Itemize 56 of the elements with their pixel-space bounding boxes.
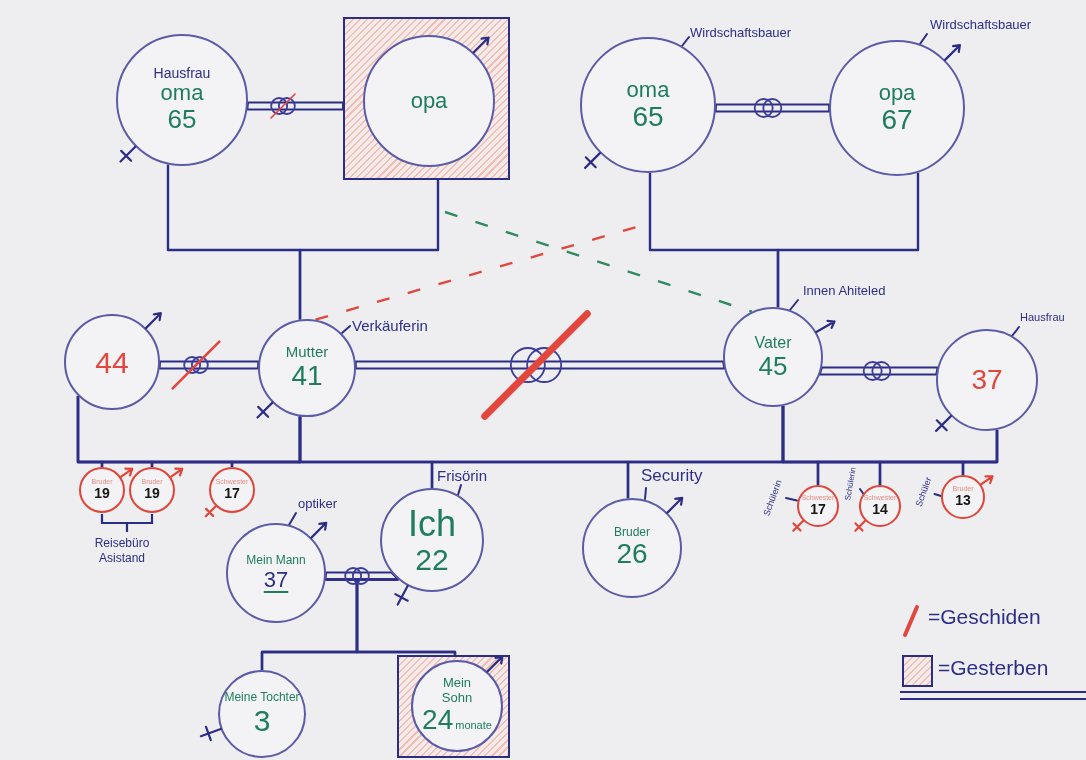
age-number: 37: [971, 364, 1003, 396]
occupation-label: Wirdschaftsbauer: [690, 26, 792, 39]
age-number: 41: [291, 360, 323, 392]
relation-label: Vater: [754, 333, 792, 352]
relation-label: Bruder: [614, 526, 650, 540]
age-number: 22: [415, 543, 449, 577]
hatched-square: [397, 655, 510, 758]
legend-label: =Geschiden: [928, 606, 1041, 627]
descent-line: [355, 578, 457, 655]
occupation-label: Schülerin: [844, 466, 858, 502]
age-number: 37: [263, 567, 289, 592]
occupation-label: Wirdschaftsbauer: [930, 18, 1032, 31]
marriage-line: [714, 103, 831, 113]
occupation-label: Hausfrau: [1020, 312, 1065, 323]
age-number: 44: [95, 345, 129, 379]
hatched-square: [343, 17, 510, 180]
relation-label: Mein Sohn: [440, 676, 474, 705]
age-number: 67: [881, 104, 913, 136]
occupation-label: Hausfrau: [153, 65, 211, 82]
legend-label: =Gesterben: [938, 657, 1049, 678]
age-number: 65: [167, 105, 197, 135]
relation-label: opa: [878, 80, 916, 105]
occupation-label: Security: [641, 467, 703, 484]
relation-label: oma: [160, 81, 204, 106]
age-number: 14: [872, 502, 888, 518]
marriage-line: [818, 366, 939, 376]
occupation-label: Schüler: [914, 476, 934, 508]
relation-label: opa: [410, 88, 448, 114]
age-number: 3: [253, 704, 271, 738]
occupation-label: optiker: [298, 497, 338, 510]
age-number: 19: [144, 486, 160, 502]
unit-label: monate: [455, 718, 492, 731]
occupation-label: Verkäuferin: [352, 318, 428, 333]
relation-label: Mutter: [285, 344, 329, 361]
age-number: 24: [422, 704, 454, 736]
occupation-label: Frisörin: [437, 468, 487, 483]
descent-line: [776, 172, 920, 308]
note-label: Reisebüro Asistand: [93, 536, 151, 566]
age-number: 17: [224, 486, 240, 502]
marriage-line: [354, 360, 726, 370]
descent-line: [961, 430, 999, 475]
marriage-line: [158, 360, 260, 370]
relation-label: oma: [626, 77, 670, 102]
age-number: 17: [810, 502, 826, 518]
age-number: 13: [955, 493, 971, 509]
age-number: 65: [632, 101, 664, 133]
age-number: 19: [94, 486, 110, 502]
occupation-label: Innen Ahiteled: [803, 284, 886, 297]
age-number: 45: [758, 351, 788, 381]
relation-label: Meine Tochter: [224, 690, 300, 705]
relation-label: Mein Mann: [246, 554, 306, 568]
age-number: 26: [616, 539, 648, 570]
dashed-relation-line: [444, 210, 753, 313]
descent-line: [298, 180, 440, 320]
marriage-line: [246, 101, 344, 111]
relation-label: Ich: [408, 503, 456, 544]
